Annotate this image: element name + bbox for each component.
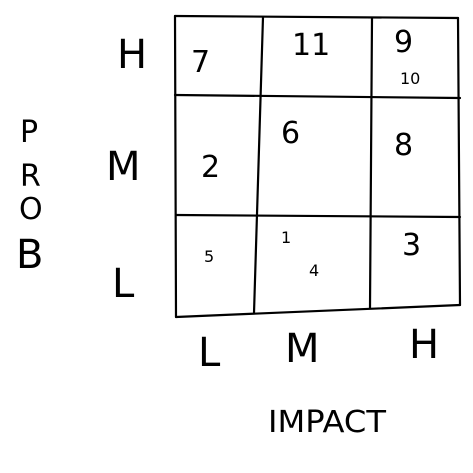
grid-row-divider-2 (174, 213, 462, 219)
grid-row-divider-1 (173, 93, 462, 100)
y-axis-title: P R O B (16, 115, 43, 278)
cell-low-low-item: 5 (204, 247, 214, 266)
x-level-medium-label: M (285, 326, 320, 372)
matrix-cells: 7 11 9 10 2 6 8 5 1 4 3 (191, 25, 421, 280)
x-level-high-label: H (409, 322, 439, 368)
grid-top-edge (173, 14, 460, 20)
cell-medium-medium-item: 6 (281, 116, 300, 151)
y-axis-title-letter: O (19, 192, 43, 227)
cell-low-medium-item: 4 (309, 261, 319, 280)
x-axis-title: IMPACT (268, 405, 387, 440)
y-axis-title-letter: P (20, 115, 38, 150)
cell-low-medium-item: 1 (281, 228, 291, 247)
grid-left-edge (173, 14, 178, 319)
cell-high-medium-item: 11 (292, 28, 330, 63)
cell-low-high-item: 3 (402, 228, 421, 263)
y-axis-levels: H M L (106, 32, 147, 307)
x-axis-levels: L M H (198, 322, 439, 376)
y-axis-title-letter: R (20, 159, 41, 194)
cell-high-high-item: 9 (394, 25, 413, 60)
matrix-grid (173, 14, 462, 319)
y-axis-title-letter: B (16, 232, 43, 278)
grid-bottom-edge (174, 303, 462, 319)
cell-medium-low-item: 2 (201, 150, 220, 185)
y-level-high-label: H (117, 32, 147, 78)
y-level-medium-label: M (106, 144, 141, 190)
grid-col-divider-2 (368, 16, 374, 310)
cell-medium-high-item: 8 (394, 128, 413, 163)
x-level-low-label: L (198, 330, 221, 376)
y-level-low-label: L (112, 261, 135, 307)
cell-high-high-item: 10 (400, 69, 420, 88)
cell-high-low-item: 7 (191, 45, 210, 80)
grid-col-divider-1 (252, 15, 265, 315)
grid-right-edge (456, 16, 462, 307)
